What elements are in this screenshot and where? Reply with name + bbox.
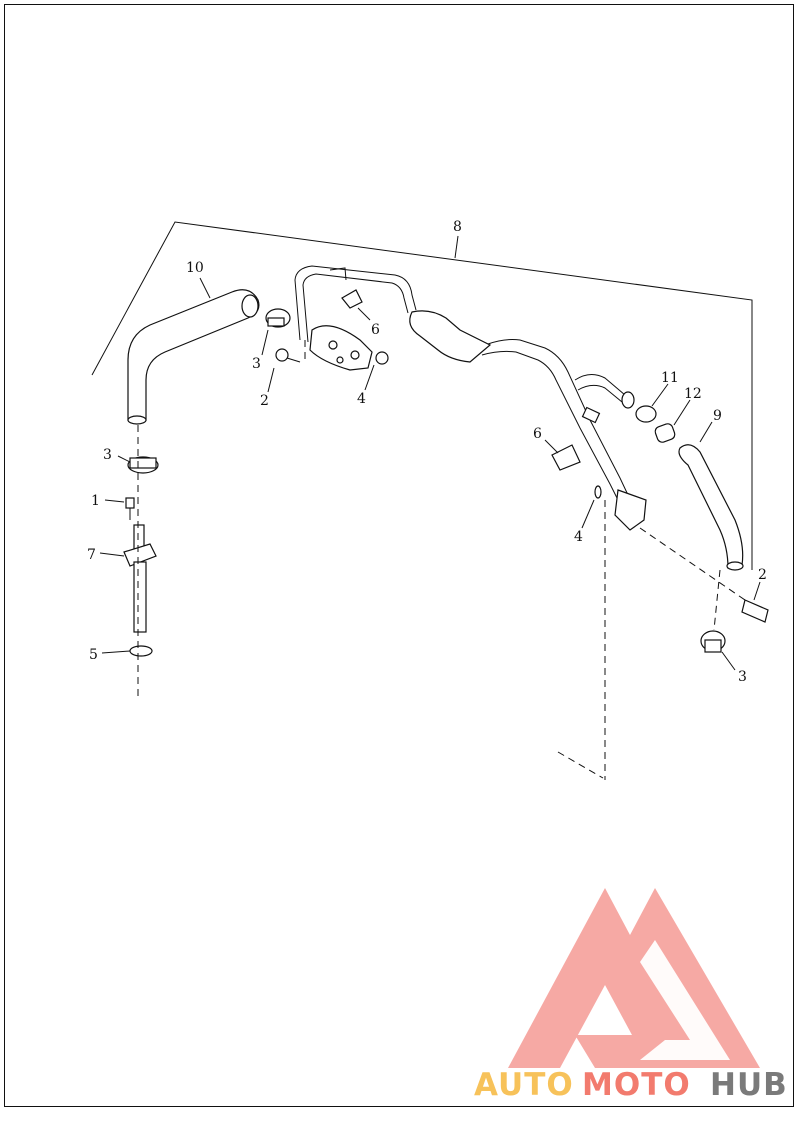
assembly-outline xyxy=(91,221,753,570)
oring-5 xyxy=(129,645,153,657)
callout-3-lower: 3 xyxy=(738,669,747,685)
clamp-3-upper xyxy=(265,308,291,328)
logo-triangle xyxy=(508,888,760,1068)
callout-9: 9 xyxy=(713,408,722,424)
hose-9 xyxy=(678,444,744,571)
callout-3-left: 3 xyxy=(103,447,112,463)
callout-5: 5 xyxy=(89,647,98,663)
callout-7: 7 xyxy=(87,547,96,563)
leader-lines xyxy=(99,277,761,671)
clip-6-upper xyxy=(341,289,363,309)
callout-2-lower: 2 xyxy=(758,567,767,583)
callout-4-lower: 4 xyxy=(574,529,583,545)
callout-8: 8 xyxy=(453,219,462,235)
tube-7 xyxy=(123,524,157,633)
callout-4-upper: 4 xyxy=(357,391,366,407)
logo-text-moto: MOTO xyxy=(582,1067,691,1103)
logo-text-auto: AUTO xyxy=(474,1067,574,1103)
bolt-2-upper xyxy=(275,348,301,363)
bolt-2-lower xyxy=(741,599,769,623)
callout-3-upper: 3 xyxy=(252,356,261,372)
oring-4-upper xyxy=(375,351,389,365)
sleeve-12 xyxy=(654,423,676,443)
callout-6-upper: 6 xyxy=(371,322,380,338)
clamp-3-lower xyxy=(700,630,726,653)
automotohub-logo: AUTO MOTO HUB xyxy=(474,888,788,1103)
callout-6-lower: 6 xyxy=(533,426,542,442)
callout-1: 1 xyxy=(91,493,100,509)
callout-11: 11 xyxy=(661,370,679,386)
callout-12: 12 xyxy=(684,386,702,402)
callout-10: 10 xyxy=(186,260,204,276)
callout-2-upper: 2 xyxy=(260,393,269,409)
clamp-3-left xyxy=(127,456,159,474)
clip-6-lower xyxy=(551,444,581,471)
logo-text-hub: HUB xyxy=(710,1067,788,1103)
oring-4-lower xyxy=(594,485,602,499)
pipe-assembly-8 xyxy=(294,265,647,531)
page-border xyxy=(4,4,794,1107)
bolt-1 xyxy=(125,497,135,520)
hose-10 xyxy=(127,289,260,425)
clamp-11 xyxy=(635,405,657,423)
callouts: 8 10 6 3 2 4 11 12 9 6 3 1 7 4 2 5 3 xyxy=(87,219,767,685)
alignment-lines xyxy=(137,340,746,780)
